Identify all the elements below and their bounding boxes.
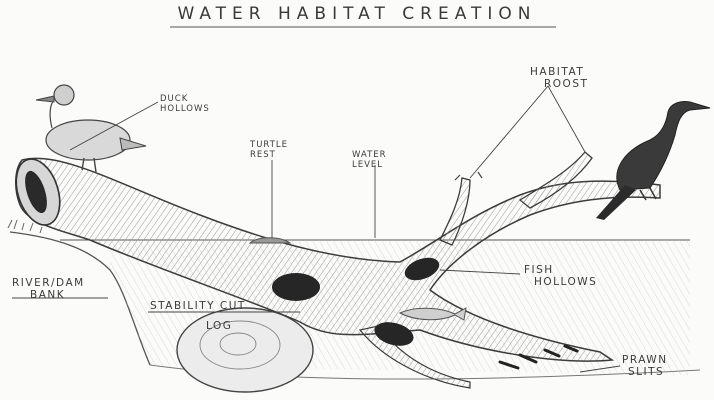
label-duck-hollows-line2: HOLLOWS (160, 104, 210, 114)
label-fish-hollows-line2: HOLLOWS (524, 276, 597, 288)
branch-tip (455, 172, 482, 180)
label-water-level-line2: LEVEL (352, 160, 387, 170)
fish-hollow-1 (272, 273, 320, 301)
label-habitat-roost: HABITAT ROOST (530, 66, 588, 90)
label-prawn-slits: PRAWN SLITS (622, 354, 668, 378)
label-river-dam-bank-line2: BANK (12, 289, 85, 301)
label-water-level-line1: WATER (352, 150, 387, 160)
label-duck-hollows-line1: DUCK (160, 94, 210, 104)
label-log: LOG (206, 320, 232, 332)
duck-illustration (36, 85, 146, 172)
label-fish-hollows-line1: FISH (524, 264, 597, 276)
darter-bird-illustration (596, 101, 710, 220)
label-fish-hollows: FISH HOLLOWS (524, 264, 597, 288)
stability-log (177, 308, 313, 392)
label-river-dam-bank: RIVER/DAM BANK (12, 277, 85, 301)
label-water-level: WATER LEVEL (352, 150, 387, 170)
label-prawn-slits-line1: PRAWN (622, 354, 668, 366)
label-turtle-rest-line1: TURTLE (250, 140, 288, 150)
label-duck-hollows: DUCK HOLLOWS (160, 94, 210, 114)
label-prawn-slits-line2: SLITS (622, 366, 668, 378)
label-turtle-rest: TURTLE REST (250, 140, 288, 160)
label-habitat-roost-line2: ROOST (530, 78, 588, 90)
label-river-dam-bank-line1: RIVER/DAM (12, 277, 85, 289)
leader-habitat-roost (470, 86, 585, 178)
label-habitat-roost-line1: HABITAT (530, 66, 588, 78)
label-stability-cut: STABILITY CUT (150, 300, 246, 312)
label-turtle-rest-line2: REST (250, 150, 288, 160)
